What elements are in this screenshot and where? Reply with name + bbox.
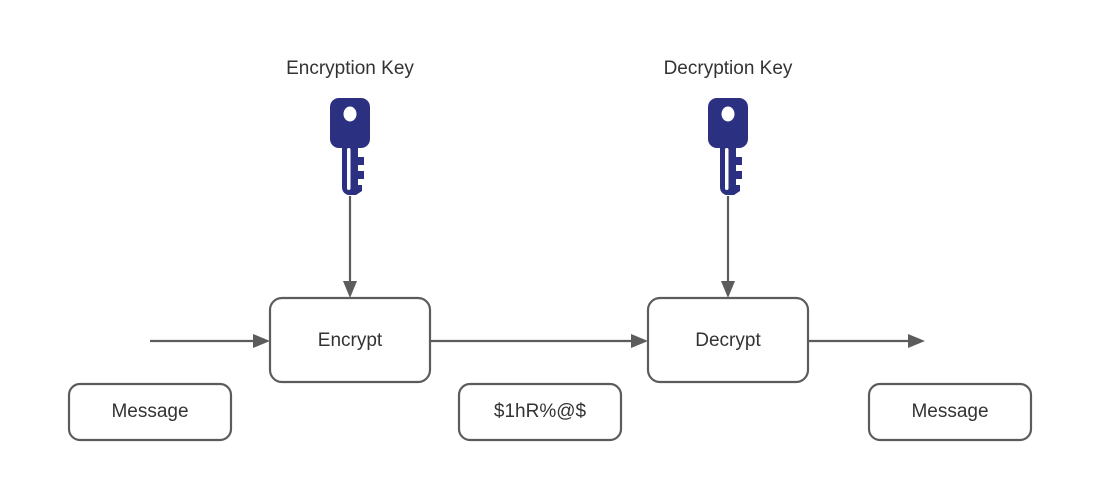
decryption-key-group[interactable]: Decryption Key <box>664 58 793 298</box>
edge-decrypt-to-output <box>808 334 925 348</box>
edge-encryption-key-to-encrypt <box>343 196 357 298</box>
plaintext-output-label: Message <box>911 401 988 422</box>
edge-input-to-encrypt <box>150 334 270 348</box>
key-icon <box>708 98 748 195</box>
encrypt-box-label: Encrypt <box>318 330 383 351</box>
plaintext-output-box[interactable]: Message <box>867 382 1033 442</box>
edge-encrypt-to-decrypt <box>430 334 648 348</box>
decrypt-box-label: Decrypt <box>695 330 761 351</box>
encryption-key-group[interactable]: Encryption Key <box>286 58 414 298</box>
plaintext-input-label: Message <box>111 401 188 422</box>
edge-decryption-key-to-decrypt <box>721 196 735 298</box>
encryption-key-label: Encryption Key <box>286 58 414 79</box>
key-icon <box>330 98 370 195</box>
ciphertext-box[interactable]: $1hR%@$ <box>457 382 623 442</box>
encrypt-box[interactable]: Encrypt <box>268 296 432 384</box>
decryption-key-label: Decryption Key <box>664 58 793 79</box>
ciphertext-label: $1hR%@$ <box>494 401 587 422</box>
plaintext-input-box[interactable]: Message <box>67 382 233 442</box>
decrypt-box[interactable]: Decrypt <box>646 296 810 384</box>
